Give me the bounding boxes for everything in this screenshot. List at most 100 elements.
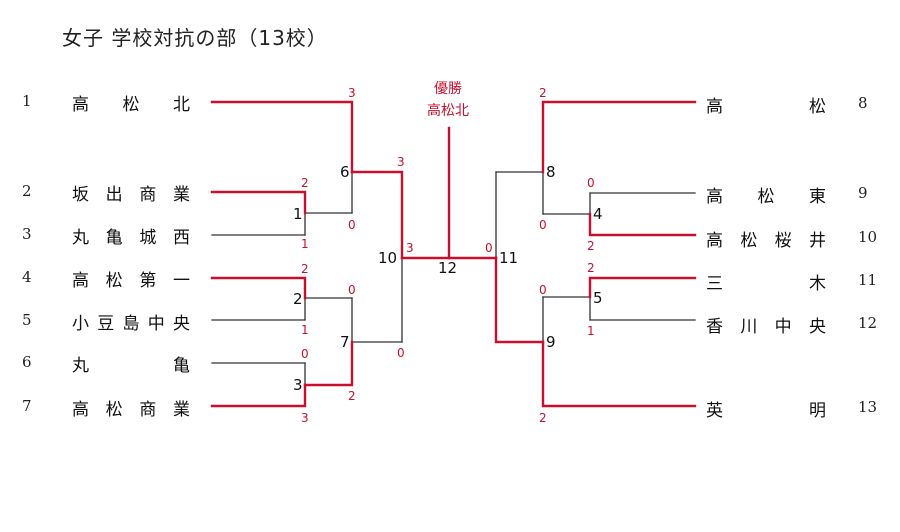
team-name-char: 明 [809,401,826,421]
seed-number: 5 [22,311,32,329]
team-name-char: 木 [809,274,826,294]
match-number: 8 [546,163,556,181]
team-name-right-9: 高 松 東 [706,182,826,207]
team-name-char: 城 [139,228,157,248]
team-name-char: 小 [72,314,89,334]
team-name-char: 島 [122,314,140,334]
team-name-left-2: 坂 出 商 業 [72,180,190,205]
lose-lines [211,171,696,386]
match-number: 10 [378,249,397,267]
match-number: 2 [293,290,303,308]
score-label: 2 [539,86,547,100]
bracket-line [210,383,307,408]
team-name-char: 高 [706,97,723,117]
team-name-char: 商 [139,400,157,420]
score-label: 0 [485,241,493,255]
score-label: 1 [301,237,309,251]
team-name-left-6: 丸 亀 [72,351,190,376]
score-label: 2 [587,261,595,275]
match-number: 7 [340,333,350,351]
match-number: 12 [438,259,457,277]
score-label: 0 [397,346,405,360]
seed-number: 7 [22,397,32,415]
team-name-left-1: 高 松 北 [72,90,190,115]
bracket-line [494,256,545,344]
team-name-char: 北 [173,95,190,115]
score-label: 1 [587,324,595,338]
seed-number: 12 [858,314,878,332]
team-name-char: 中 [774,317,792,337]
score-label: 0 [301,347,309,361]
team-name-char: 松 [105,271,123,291]
score-label: 3 [301,411,309,425]
team-name-char: 井 [808,231,826,251]
score-label: 2 [301,262,309,276]
score-label: 0 [348,283,356,297]
seed-number: 2 [22,182,32,200]
score-label: 2 [587,239,595,253]
score-label: 3 [397,155,405,169]
team-name-char: 桜 [774,231,792,251]
score-label: 3 [406,241,414,255]
seed-number: 9 [858,184,868,202]
score-label: 0 [587,176,595,190]
team-name-char: 亀 [105,228,123,248]
bracket-line [588,212,697,237]
score-label: 0 [348,218,356,232]
seed-number: 6 [22,353,32,371]
team-name-char: 央 [808,317,826,337]
seed-number: 8 [858,94,868,112]
team-name-char: 川 [740,317,758,337]
team-name-char: 高 [706,231,723,251]
match-number: 11 [499,249,518,267]
bracket-line [210,276,307,300]
team-name-char: 第 [139,271,157,291]
team-name-right-10: 高 松 桜 井 [706,226,826,251]
bracket-line [210,100,354,174]
team-name-char: 一 [172,271,190,291]
match-number: 6 [340,163,350,181]
team-name-char: 坂 [72,185,89,205]
team-name-char: 出 [105,185,123,205]
team-name-char: 松 [122,95,140,115]
win-lines [210,100,697,408]
bracket-line [303,340,354,387]
team-name-left-7: 高 松 商 業 [72,395,190,420]
team-name-char: 香 [706,317,723,337]
champion-school: 高松北 [427,103,469,119]
team-name-char: 高 [706,187,723,207]
score-label: 2 [539,411,547,425]
bracket-line [541,340,697,408]
bracket-line [541,100,697,174]
match-number: 9 [546,333,556,351]
team-name-char: 松 [809,97,826,117]
bracket-line [588,276,697,299]
team-name-char: 亀 [173,356,190,376]
team-name-left-3: 丸 亀 城 西 [72,223,190,248]
seed-number: 10 [858,228,878,246]
team-name-char: 丸 [72,228,89,248]
team-name-char: 英 [706,401,723,421]
team-name-left-5: 小 豆 島 中 央 [72,309,190,334]
team-name-right-8: 高 松 [706,92,826,117]
score-label: 1 [301,323,309,337]
team-name-char: 松 [105,400,123,420]
team-name-char: 商 [139,185,157,205]
team-name-right-11: 三 木 [706,269,826,294]
team-name-right-12: 香 川 中 央 [706,312,826,337]
team-name-char: 業 [172,185,190,205]
seed-number: 4 [22,268,32,286]
score-label: 2 [301,176,309,190]
champion-label: 優勝 高松北 [413,78,483,122]
page-title: 女子 学校対抗の部（13校） [62,26,328,50]
team-name-char: 央 [173,314,190,334]
match-number: 4 [593,205,603,223]
seed-number: 1 [22,92,32,110]
bracket-line [210,190,307,215]
seed-number: 11 [858,271,878,289]
team-name-char: 高 [72,271,89,291]
seed-number: 13 [858,398,878,416]
team-name-char: 丸 [72,356,89,376]
team-name-char: 豆 [97,314,115,334]
